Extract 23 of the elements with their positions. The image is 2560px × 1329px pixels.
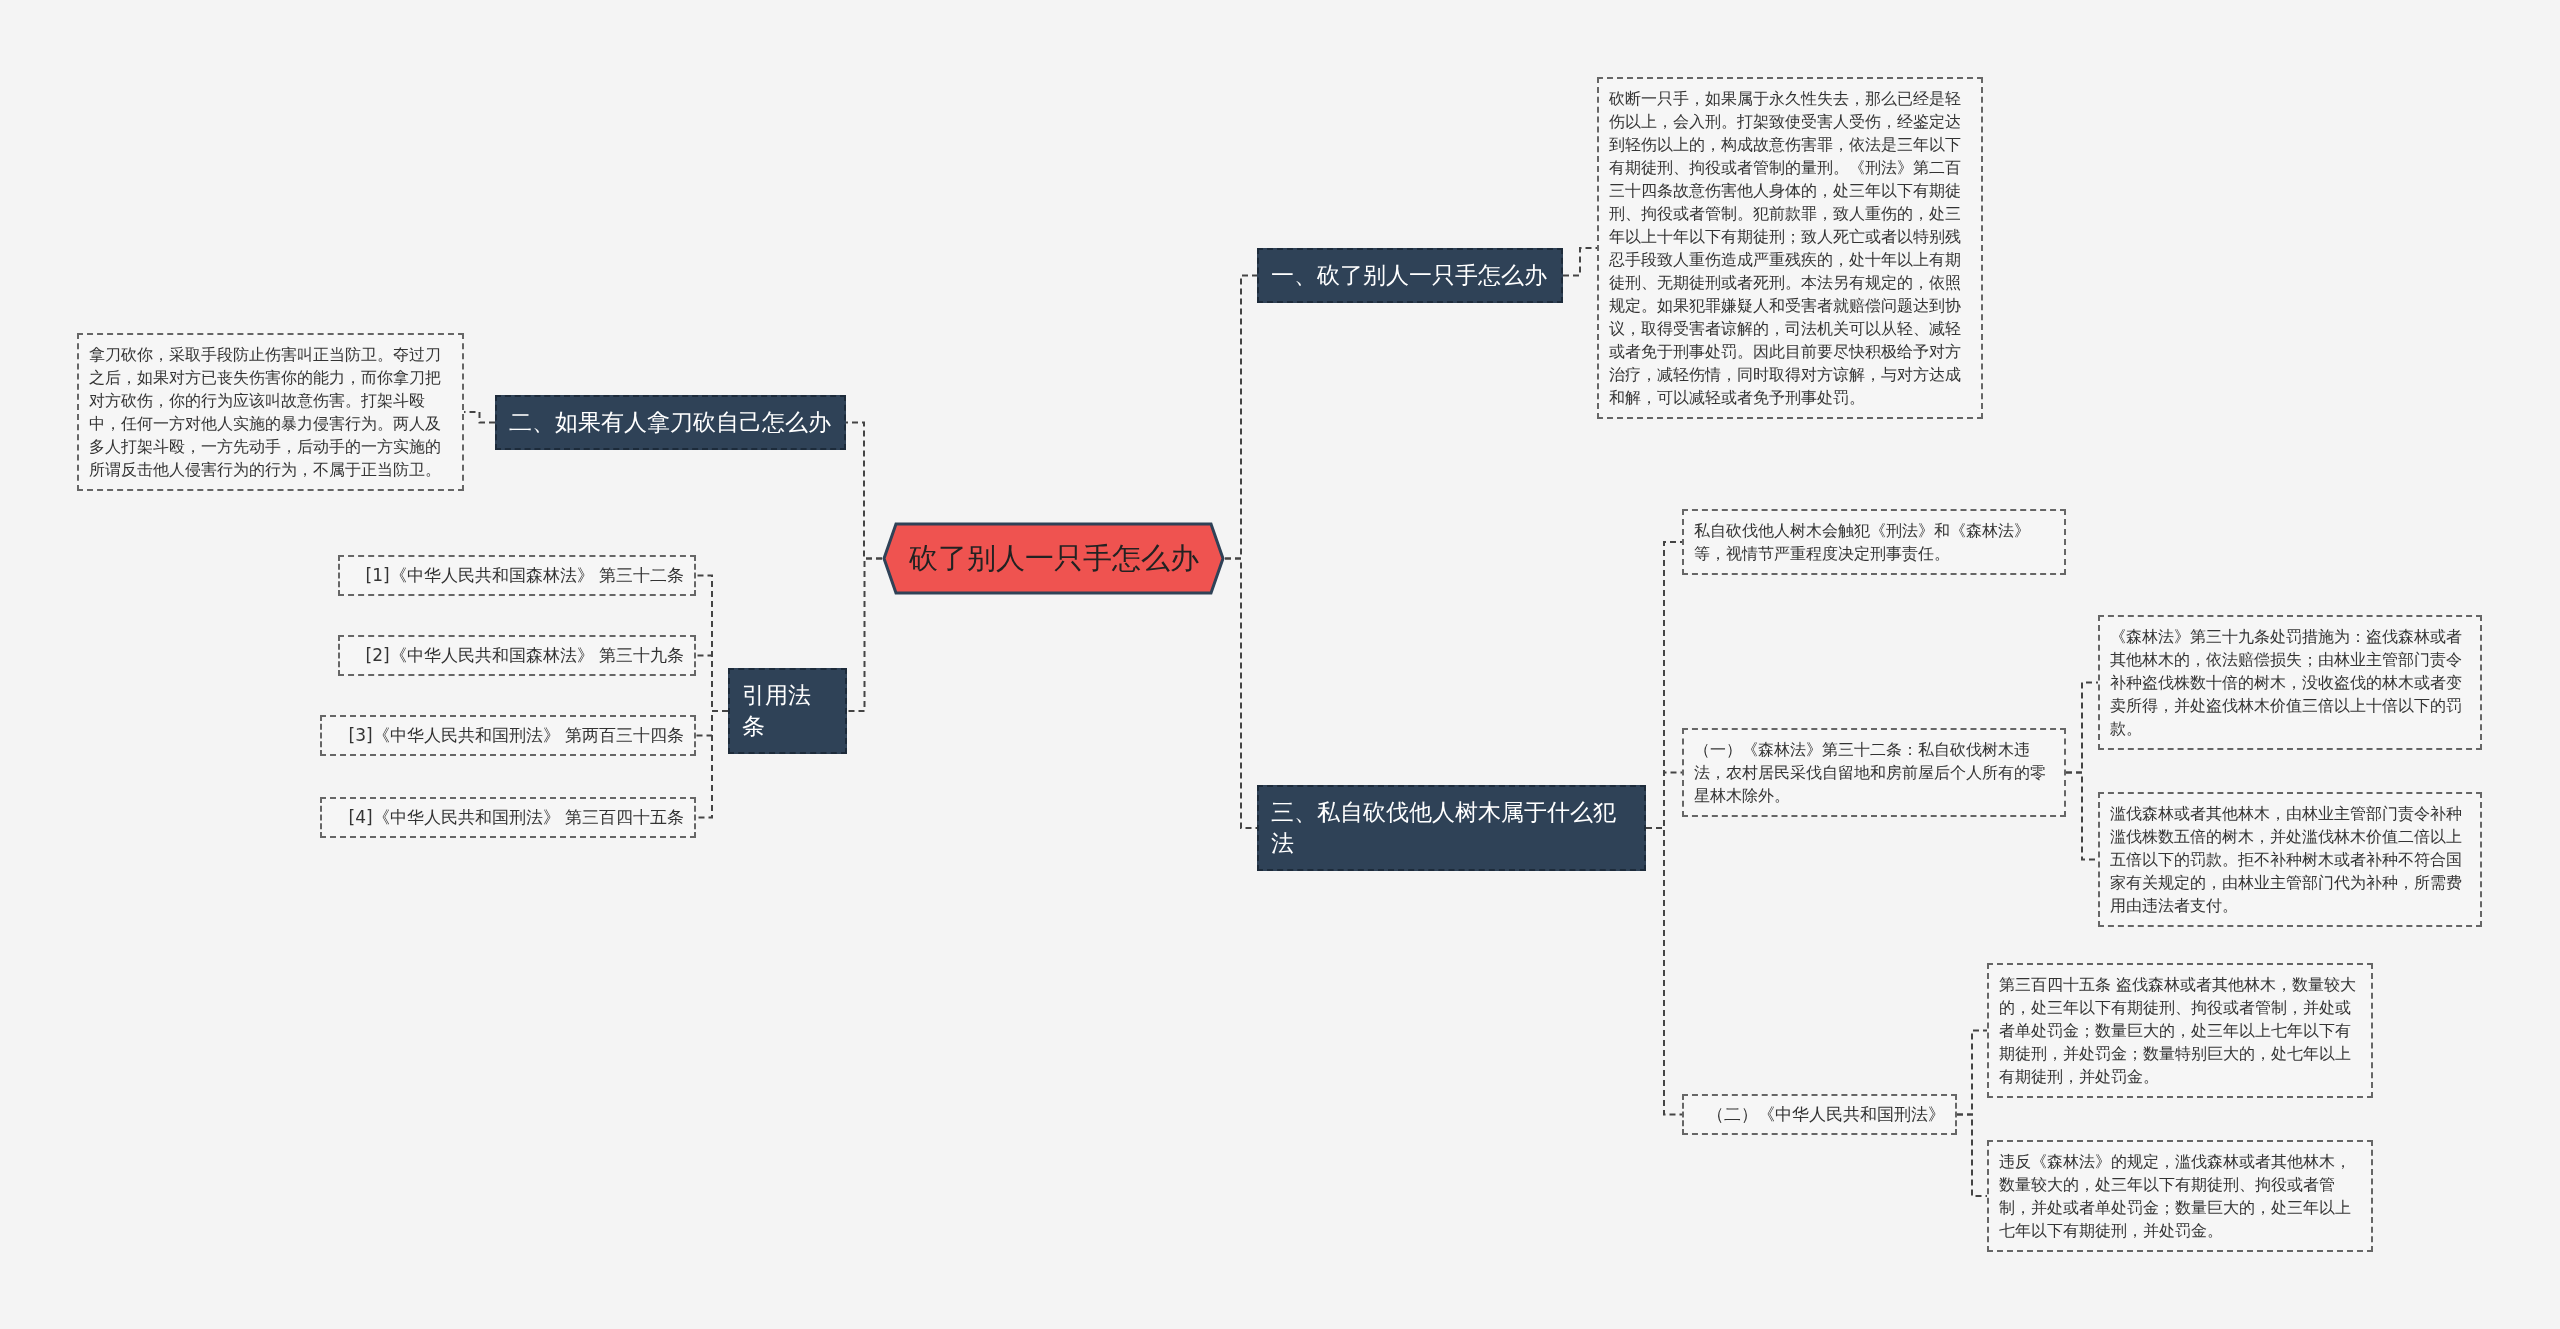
text-box: 滥伐森林或者其他林木，由林业主管部门责令补种滥伐株数五倍的树木，并处滥伐林木价值二倍以上五倍以下的罚款。拒不补种树木或者补种不符合国家有关规定的，由林业主管部门代为补种，所需费用由违法者支付。 [2098,792,2482,927]
reference-box: （二）《中华人民共和国刑法》 [1682,1094,1957,1135]
reference-box: [3]《中华人民共和国刑法》 第两百三十四条 [320,715,696,756]
connector-line [1956,1113,1988,1197]
text-box: 私自砍伐他人树木会触犯《刑法》和《森林法》等，视情节严重程度决定刑事责任。 [1682,509,2066,575]
text-box: 拿刀砍你，采取手段防止伤害叫正当防卫。夺过刀之后，如果对方已丧失伤害你的能力，而你拿刀把对方砍伤，你的行为应该叫故意伤害。打架斗殴中，任何一方对他人实施的暴力侵害行为。两人及多人打架斗殴，一方先动手，后动手的一方实施的所谓反击他人侵害行为的行为，不属于正当防卫。 [77,333,464,491]
topic-box: 一、砍了别人一只手怎么办 [1257,248,1563,303]
reference-box: [1]《中华人民共和国森林法》 第三十二条 [338,555,696,596]
text-box: 第三百四十五条 盗伐森林或者其他林木，数量较大的，处三年以下有期徒刑、拘役或者管制，并处或者单处罚金；数量巨大的，处三年以上七年以下有期徒刑，并处罚金；数量特别巨大的，处七年以上有期徒刑，并处罚金。 [1987,963,2373,1098]
connector-line [1645,827,1683,1116]
connector-line [1562,247,1598,277]
topic-box: 三、私自砍伐他人树木属于什么犯法 [1257,785,1646,871]
text-box: 违反《森林法》的规定，滥伐森林或者其他林木，数量较大的，处三年以下有期徒刑、拘役或者管制，并处或者单处罚金；数量巨大的，处三年以上七年以下有期徒刑，并处罚金。 [1987,1140,2373,1252]
reference-box: [4]《中华人民共和国刑法》 第三百四十五条 [320,797,696,838]
topic-box: 二、如果有人拿刀砍自己怎么办 [495,395,846,450]
central-topic: 砍了别人一只手怎么办 [882,522,1225,595]
text-box: 砍断一只手，如果属于永久性失去，那么已经是轻伤以上，会入刑。打架致使受害人受伤，经鉴定达到轻伤以上的，构成故意伤害罪，依法是三年以下有期徒刑、拘役或者管制的量刑。《刑法》第二百三十四条故意伤害他人身体的，处三年以下有期徒刑、拘役或者管制。犯前款罪，致人重伤的，处三年以上十年以下有期徒刑；致人死亡或者以特别残忍手段致人重伤造成严重残疾的，处十年以上有期徒刑、无期徒刑或者死刑。本法另有规定的，依照规定。如果犯罪嫌疑人和受害者就赔偿问题达到协议，取得受害者谅解的，司法机关可以从轻、减轻或者免于刑事处罚。因此目前要尽快积极给予对方治疗，减轻伤情，同时取得对方谅解，与对方达成和解，可以减轻或者免予刑事处罚。 [1597,77,1983,419]
reference-box: [2]《中华人民共和国森林法》 第三十九条 [338,635,696,676]
text-box: （一）《森林法》第三十二条：私自砍伐树木违法，农村居民采伐自留地和房前屋后个人所有的零星林木除外。 [1682,728,2066,817]
connector-line [846,557,883,712]
connector-line [1224,557,1258,829]
topic-box: 引用法条 [728,668,847,754]
text-box: 《森林法》第三十九条处罚措施为：盗伐森林或者其他林木的，依法赔偿损失；由林业主管部门责令补种盗伐株数十倍的树木，没收盗伐的林木或者变卖所得，并处盗伐林木价值三倍以上十倍以下的罚款。 [2098,615,2482,750]
